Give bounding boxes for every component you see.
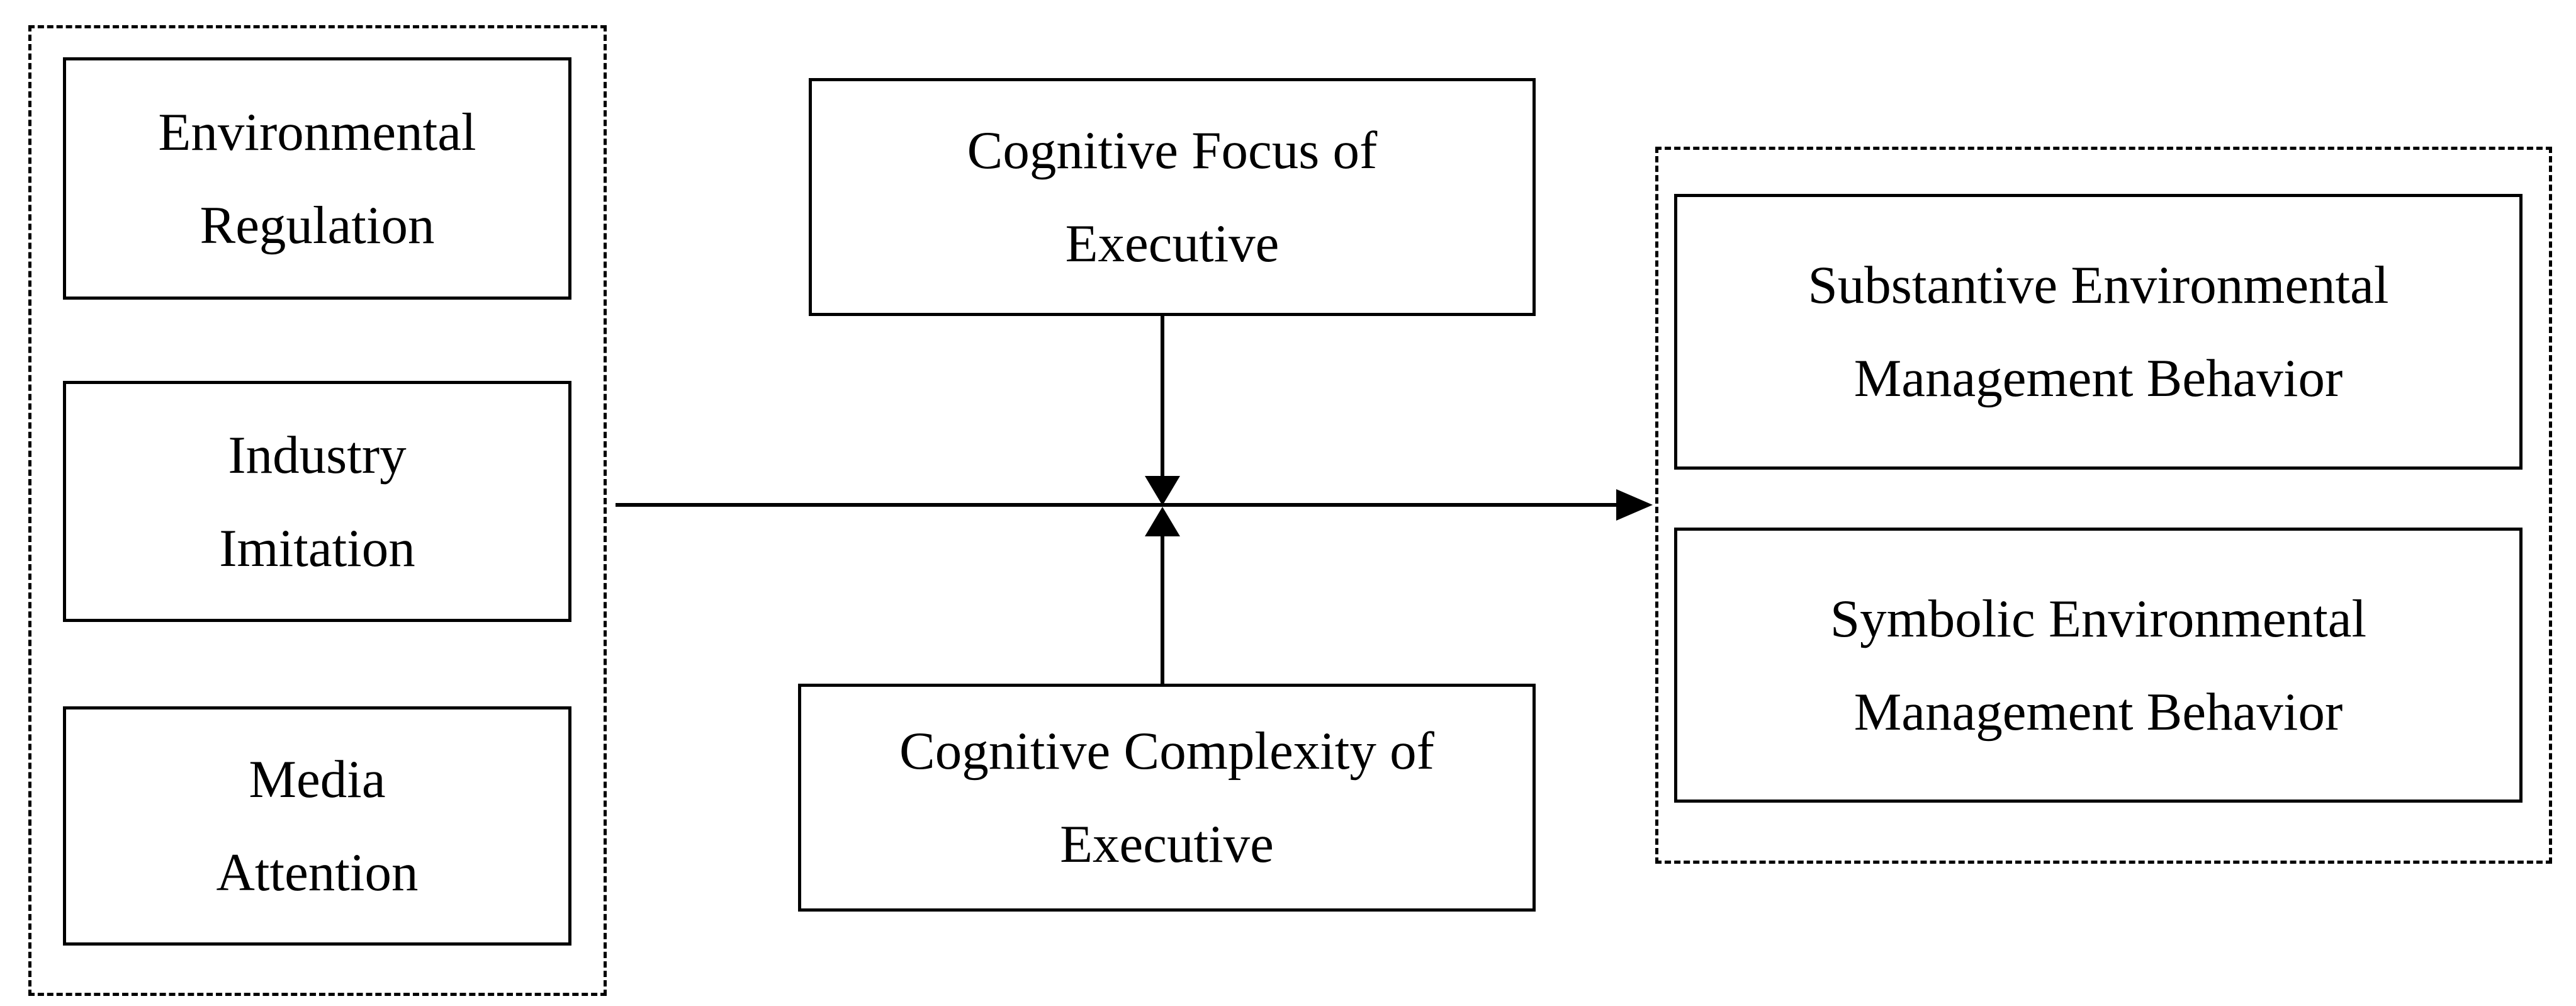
media-attention-box: Media Attention bbox=[63, 706, 571, 946]
up-arrowhead-icon bbox=[1145, 507, 1180, 536]
down-arrowhead-icon bbox=[1145, 476, 1180, 506]
industry-imitation-line1: Industry bbox=[228, 425, 407, 485]
substantive-behavior-line2: Management Behavior bbox=[1853, 349, 2343, 408]
media-attention-line1: Media bbox=[249, 750, 386, 809]
cognitive-focus-box: Cognitive Focus of Executive bbox=[809, 78, 1536, 316]
cognitive-focus-line2: Executive bbox=[1065, 214, 1280, 273]
cognitive-complexity-box: Cognitive Complexity of Executive bbox=[798, 684, 1536, 912]
industry-imitation-box: Industry Imitation bbox=[63, 381, 571, 622]
antecedents-group-frame bbox=[28, 25, 607, 996]
moderator-top-arrow-line bbox=[1161, 316, 1164, 477]
environmental-regulation-box: Environmental Regulation bbox=[63, 57, 571, 300]
symbolic-behavior-line1: Symbolic Environmental bbox=[1830, 589, 2367, 648]
media-attention-line2: Attention bbox=[216, 843, 419, 902]
substantive-behavior-line1: Substantive Environmental bbox=[1808, 256, 2389, 315]
main-effect-arrow-line bbox=[616, 503, 1616, 507]
outcomes-group-frame bbox=[1655, 147, 2552, 864]
moderator-bottom-arrow-line bbox=[1161, 535, 1164, 684]
symbolic-behavior-box: Symbolic Environmental Management Behavi… bbox=[1674, 528, 2523, 803]
cognitive-focus-line1: Cognitive Focus of bbox=[967, 121, 1378, 180]
cognitive-complexity-line1: Cognitive Complexity of bbox=[899, 721, 1434, 781]
environmental-regulation-line1: Environmental bbox=[158, 102, 476, 162]
cognitive-complexity-line2: Executive bbox=[1060, 815, 1274, 874]
industry-imitation-line2: Imitation bbox=[219, 518, 415, 578]
environmental-regulation-line2: Regulation bbox=[200, 195, 435, 255]
symbolic-behavior-line2: Management Behavior bbox=[1853, 682, 2343, 742]
right-arrowhead-icon bbox=[1616, 489, 1653, 521]
substantive-behavior-box: Substantive Environmental Management Beh… bbox=[1674, 194, 2523, 470]
